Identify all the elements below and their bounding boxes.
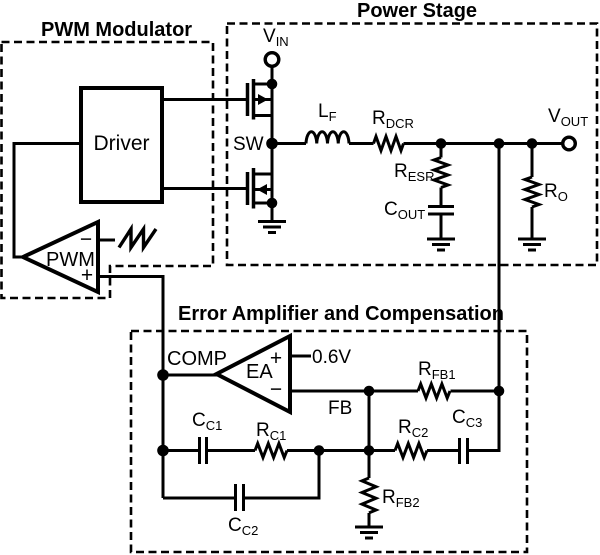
vout-terminal [561, 135, 578, 152]
driver-box [79, 86, 164, 204]
lowside-body-arrow-icon [257, 184, 267, 195]
rfb2-label: RFB2 [382, 487, 420, 510]
junction-dot-feedback-tap [493, 138, 505, 149]
wire-cc2-right [245, 450, 321, 500]
resistor-ro [520, 175, 544, 209]
ground-icon-rfb2 [355, 525, 383, 540]
ground-icon-lowside [258, 220, 286, 234]
rdcr-label: RDCR [372, 108, 414, 131]
vin-terminal [263, 51, 281, 69]
junction-dot-comp [157, 369, 169, 381]
ea-triangle [212, 332, 292, 416]
pwm-plus-input-sign: + [80, 264, 94, 287]
junction-dot-comp-mid [363, 445, 375, 456]
power-stage-box [225, 22, 599, 267]
highside-body-arrow-icon [258, 94, 268, 105]
resistor-resr [429, 156, 453, 189]
cc2-label: CC2 [228, 515, 259, 538]
pwm-comparator-triangle [18, 218, 100, 296]
vout-label: VOUT [548, 106, 589, 129]
pwm-modulator-box [0, 40, 215, 300]
error-amp-box [129, 329, 529, 554]
junction-dot-lowside-source [266, 197, 278, 209]
capacitor-cout [428, 205, 454, 216]
ea-plus-input-sign: + [269, 347, 283, 370]
wire-comp-to-pwm-plus [98, 275, 165, 498]
resistor-rfb2 [358, 476, 380, 515]
sw-label: SW [233, 134, 264, 155]
resistor-rc2 [393, 439, 429, 462]
junction-dot-rfb1-vout [493, 385, 505, 397]
ground-icon-ro [518, 237, 546, 252]
wire-cc3-to-vout-node [469, 391, 501, 452]
resr-label: RESR [394, 161, 435, 184]
power-stage-title: Power Stage [357, 0, 478, 22]
comp-label: COMP [167, 348, 227, 370]
junction-dot-sw [266, 137, 278, 150]
junction-dot-cc1 [157, 444, 169, 457]
error-amp-title: Error Amplifier and Compensation [178, 303, 504, 325]
junction-dot-cc2 [313, 445, 325, 456]
rfb1-label: RFB1 [418, 359, 456, 382]
vref-label: 0.6V [312, 347, 352, 368]
resistor-rdcr [372, 132, 405, 155]
rc1-label: RC1 [256, 420, 287, 443]
capacitor-cc1 [198, 437, 208, 464]
junction-dot-fb [363, 385, 375, 397]
ea-minus-input-sign: − [269, 378, 283, 401]
resistor-rc1 [253, 439, 289, 462]
capacitor-cc3 [458, 438, 469, 464]
pwm-modulator-title: PWM Modulator [41, 19, 193, 41]
pwm-comparator-label: PWM [46, 249, 95, 271]
rc2-label: RC2 [398, 417, 429, 440]
driver-label: Driver [93, 132, 150, 155]
capacitor-cc2 [234, 484, 245, 511]
ro-label: RO [544, 181, 568, 204]
ea-label: EA [246, 361, 273, 383]
junction-dot-ro [526, 138, 538, 149]
junction-dot-resr [435, 138, 447, 149]
junction-dot-vin-drain [266, 78, 278, 90]
pwm-minus-input-sign: − [79, 228, 93, 251]
ground-icon-cout [427, 237, 455, 252]
vin-label: VIN [263, 26, 289, 49]
inductor-lf [304, 130, 351, 144]
low-side-mosfet [245, 168, 272, 209]
lf-label: LF [318, 101, 337, 124]
resistor-rfb1 [416, 379, 452, 403]
cout-label: COUT [384, 199, 426, 222]
cc1-label: CC1 [192, 410, 223, 433]
fb-label: FB [328, 398, 353, 419]
cc3-label: CC3 [452, 407, 483, 430]
high-side-mosfet [245, 79, 272, 120]
sawtooth-ramp-icon [117, 223, 158, 254]
